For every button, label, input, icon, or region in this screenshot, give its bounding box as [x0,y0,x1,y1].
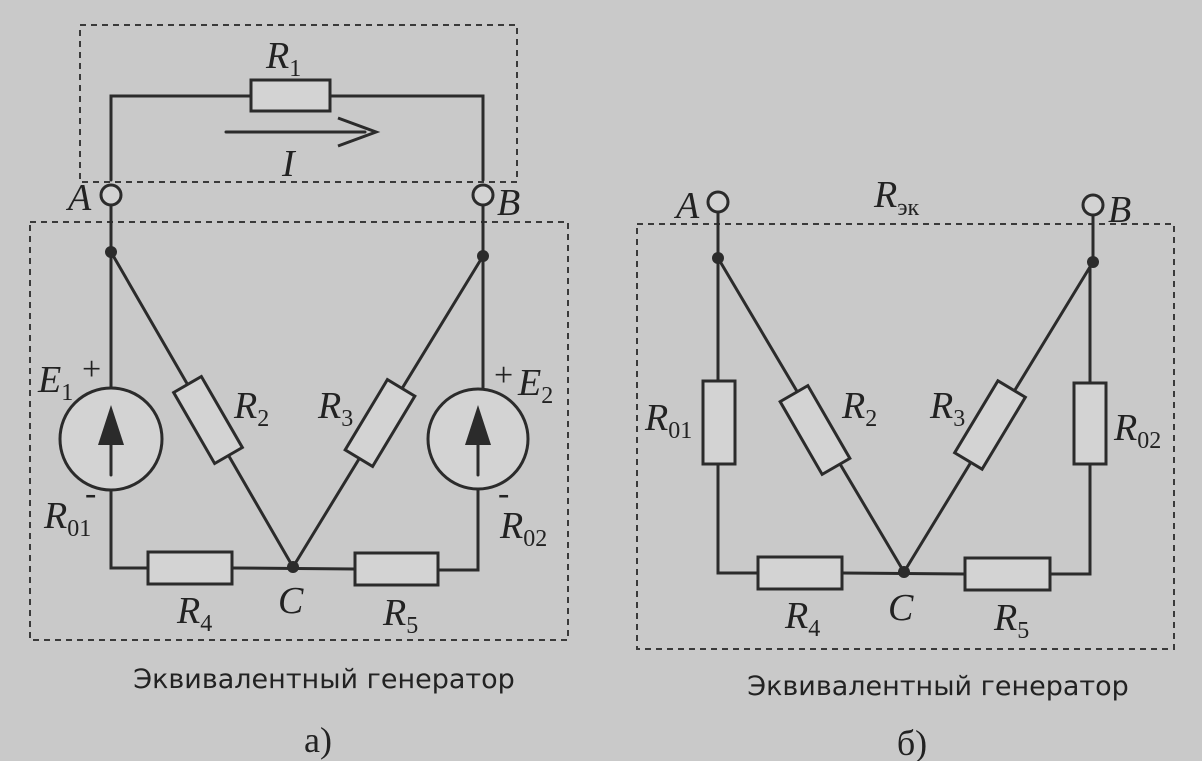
wire-e2-bottom [436,487,480,572]
generator-box-a [29,221,569,641]
wire-r01-bottom [716,462,760,575]
wire-r02-bottom [1048,462,1092,576]
wire-e1-bottom [109,488,150,570]
label-r01-b: R01 [644,397,692,444]
label-r4-b: R4 [784,595,820,642]
resistor-r1 [249,78,332,113]
e2-plus-sign: + [494,357,513,394]
caption-b: Эквивалентный генератор [747,671,1129,702]
terminal-a [99,183,123,207]
label-current: I [281,143,297,185]
panel-b: A B C Rэк R01 R02 R2 R3 R4 R5 Эквивалент… [636,174,1175,761]
label-node-a: A [65,177,92,219]
node-c-junction [287,561,299,573]
label-r3-a: R3 [317,385,353,432]
caption-a: Эквивалентный генератор [133,664,515,695]
label-r2-a: R2 [233,385,269,432]
wire-r1-left [109,94,253,182]
node-c-junction-b [898,566,910,578]
label-r02-b: R02 [1113,407,1161,454]
generator-box-b [636,223,1175,650]
label-node-b: B [497,182,520,224]
label-e1: E1 [37,359,73,406]
label-req: Rэк [873,174,920,221]
label-r5-b: R5 [993,597,1029,644]
node-a-junction [105,246,117,258]
node-b-junction [477,250,489,262]
resistor-r4-a [146,550,234,586]
label-e2: E2 [517,362,553,409]
e2-arrow-up-icon [465,405,491,445]
resistor-r5-b [963,556,1052,592]
resistor-r3-b [952,378,1028,472]
label-r5-a: R5 [382,592,418,639]
label-r2-b: R2 [841,385,877,432]
terminal-b [471,183,495,207]
terminal-b-b [1081,193,1105,217]
wire-r1-right [328,94,485,182]
resistor-r3-a [343,377,417,469]
node-b-junction-b [1087,256,1099,268]
label-r4-a: R4 [176,590,212,637]
resistor-r01-b [701,379,737,466]
current-arrow-head-icon [337,116,381,148]
label-r02-a: R02 [499,505,547,552]
label-node-c: C [278,580,304,622]
resistor-r5-a [353,551,440,587]
panel-a: R1 I A B C E1 + - E2 + - R2 R3 R4 R5 R01… [29,24,569,760]
label-r1: R1 [265,35,301,82]
label-r3-b: R3 [929,385,965,432]
label-node-a-b: A [673,185,700,227]
resistor-r2-b [778,383,852,477]
label-node-c-b: C [888,587,914,629]
e1-arrow-up-icon [98,405,124,445]
panel-label-b: б) [897,723,927,761]
resistor-r02-b [1072,381,1108,466]
resistor-r2-a [171,374,245,466]
e2-minus-sign: - [498,475,509,512]
label-node-b-b: B [1108,189,1131,231]
label-r01-a: R01 [43,495,91,542]
e1-minus-sign: - [85,475,96,512]
resistor-r4-b [756,555,844,591]
e1-plus-sign: + [82,351,101,388]
node-a-junction-b [712,252,724,264]
terminal-a-b [706,190,730,214]
panel-label-a: а) [304,720,332,760]
